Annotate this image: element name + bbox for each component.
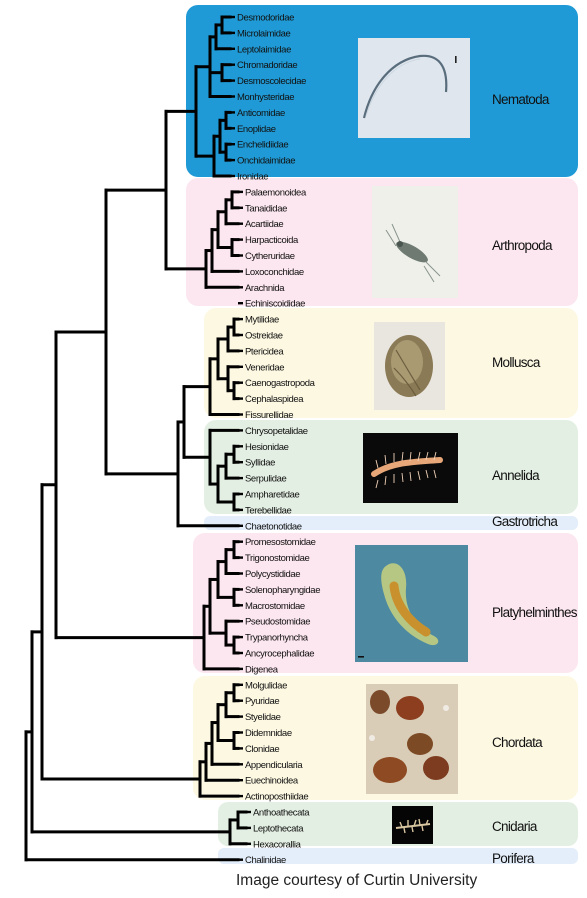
phylum-label-cnidaria: Cnidaria — [492, 819, 538, 834]
family-label: Cephalaspidea — [245, 394, 304, 405]
phylum-label-gastrotricha: Gastrotricha — [492, 514, 558, 529]
phylum-label-annelida: Annelida — [492, 468, 540, 483]
phylum-label-arthropoda: Arthropoda — [492, 238, 553, 253]
family-label: Chaetonotidae — [245, 521, 302, 532]
phylum-label-nematoda: Nematoda — [492, 92, 550, 107]
family-label: Ostreidae — [245, 331, 283, 342]
hydroid-photo — [392, 806, 433, 844]
family-label: Enchelidiidae — [237, 140, 288, 151]
family-label: Euechinoidea — [245, 776, 299, 787]
family-label: Mytilidae — [245, 315, 279, 326]
family-label: Echiniscoididae — [245, 299, 305, 310]
family-label: Anthoathecata — [253, 808, 310, 819]
nematode-photo — [358, 38, 470, 138]
family-label: Didemnidae — [245, 728, 292, 739]
family-label: Ampharetidae — [245, 490, 299, 501]
family-label: Pyuridae — [245, 696, 279, 707]
image-credit: Image courtesy of Curtin University — [236, 872, 477, 890]
family-label: Chrysopetalidae — [245, 426, 308, 437]
flatworm-photo — [355, 545, 468, 662]
family-label: Digenea — [245, 664, 279, 675]
family-label: Ancyrocephalidae — [245, 649, 314, 660]
family-label: Microlaimidae — [237, 28, 291, 39]
shell-photo — [374, 322, 445, 410]
family-label: Actinoposthiidae — [245, 792, 308, 803]
family-label: Arachnida — [245, 283, 285, 294]
family-label: Leptothecata — [253, 823, 304, 834]
phylum-label-chordata: Chordata — [492, 735, 543, 750]
family-label: Terebellidae — [245, 505, 292, 516]
family-label: Chromadoridae — [237, 60, 297, 71]
family-label: Solenopharyngidae — [245, 585, 320, 596]
family-label: Hexacorallia — [253, 839, 302, 850]
family-label: Leptolaimidae — [237, 44, 291, 55]
family-label: Trypanorhyncha — [245, 633, 309, 644]
polychaete-photo — [363, 433, 458, 503]
family-label: Serpulidae — [245, 474, 287, 485]
family-label: Macrostomidae — [245, 601, 305, 612]
family-label: Fissurellidae — [245, 410, 293, 421]
family-label: Chalinidae — [245, 855, 286, 866]
family-label: Desmodoridae — [237, 13, 294, 24]
family-label: Molgulidae — [245, 680, 287, 691]
ascidian-photo — [366, 684, 458, 794]
family-label: Ptericidea — [245, 346, 284, 357]
family-label: Hesionidae — [245, 442, 289, 453]
family-label: Pseudostomidae — [245, 617, 310, 628]
copepod-photo — [372, 186, 458, 298]
family-label: Monhysteridae — [237, 92, 294, 103]
family-label: Ironidae — [237, 172, 268, 183]
family-label: Palaemonoidea — [245, 187, 307, 198]
phylum-label-porifera: Porifera — [492, 851, 535, 866]
family-label: Promesostomidae — [245, 537, 316, 548]
family-label: Enoplidae — [237, 124, 276, 135]
family-label: Appendicularia — [245, 760, 303, 771]
family-label: Syllidae — [245, 458, 275, 469]
phylum-label-platyhelminthes: Platyhelminthes — [492, 605, 578, 620]
family-label: Harpacticoida — [245, 235, 299, 246]
family-label: Anticomidae — [237, 108, 285, 119]
family-label: Desmoscolecidae — [237, 76, 306, 87]
family-label: Styelidae — [245, 712, 281, 723]
phylum-label-mollusca: Mollusca — [492, 355, 541, 370]
family-label: Caenogastropoda — [245, 378, 316, 389]
family-label: Tanaididae — [245, 203, 287, 214]
family-label: Trigonostomidae — [245, 553, 310, 564]
family-label: Loxoconchidae — [245, 267, 304, 278]
family-label: Polycystididae — [245, 569, 300, 580]
family-label: Clonidae — [245, 744, 279, 755]
family-label: Veneridae — [245, 362, 284, 373]
family-label: Cytheruridae — [245, 251, 295, 262]
family-label: Acartiidae — [245, 219, 283, 230]
family-label: Onchidaimidae — [237, 156, 295, 167]
